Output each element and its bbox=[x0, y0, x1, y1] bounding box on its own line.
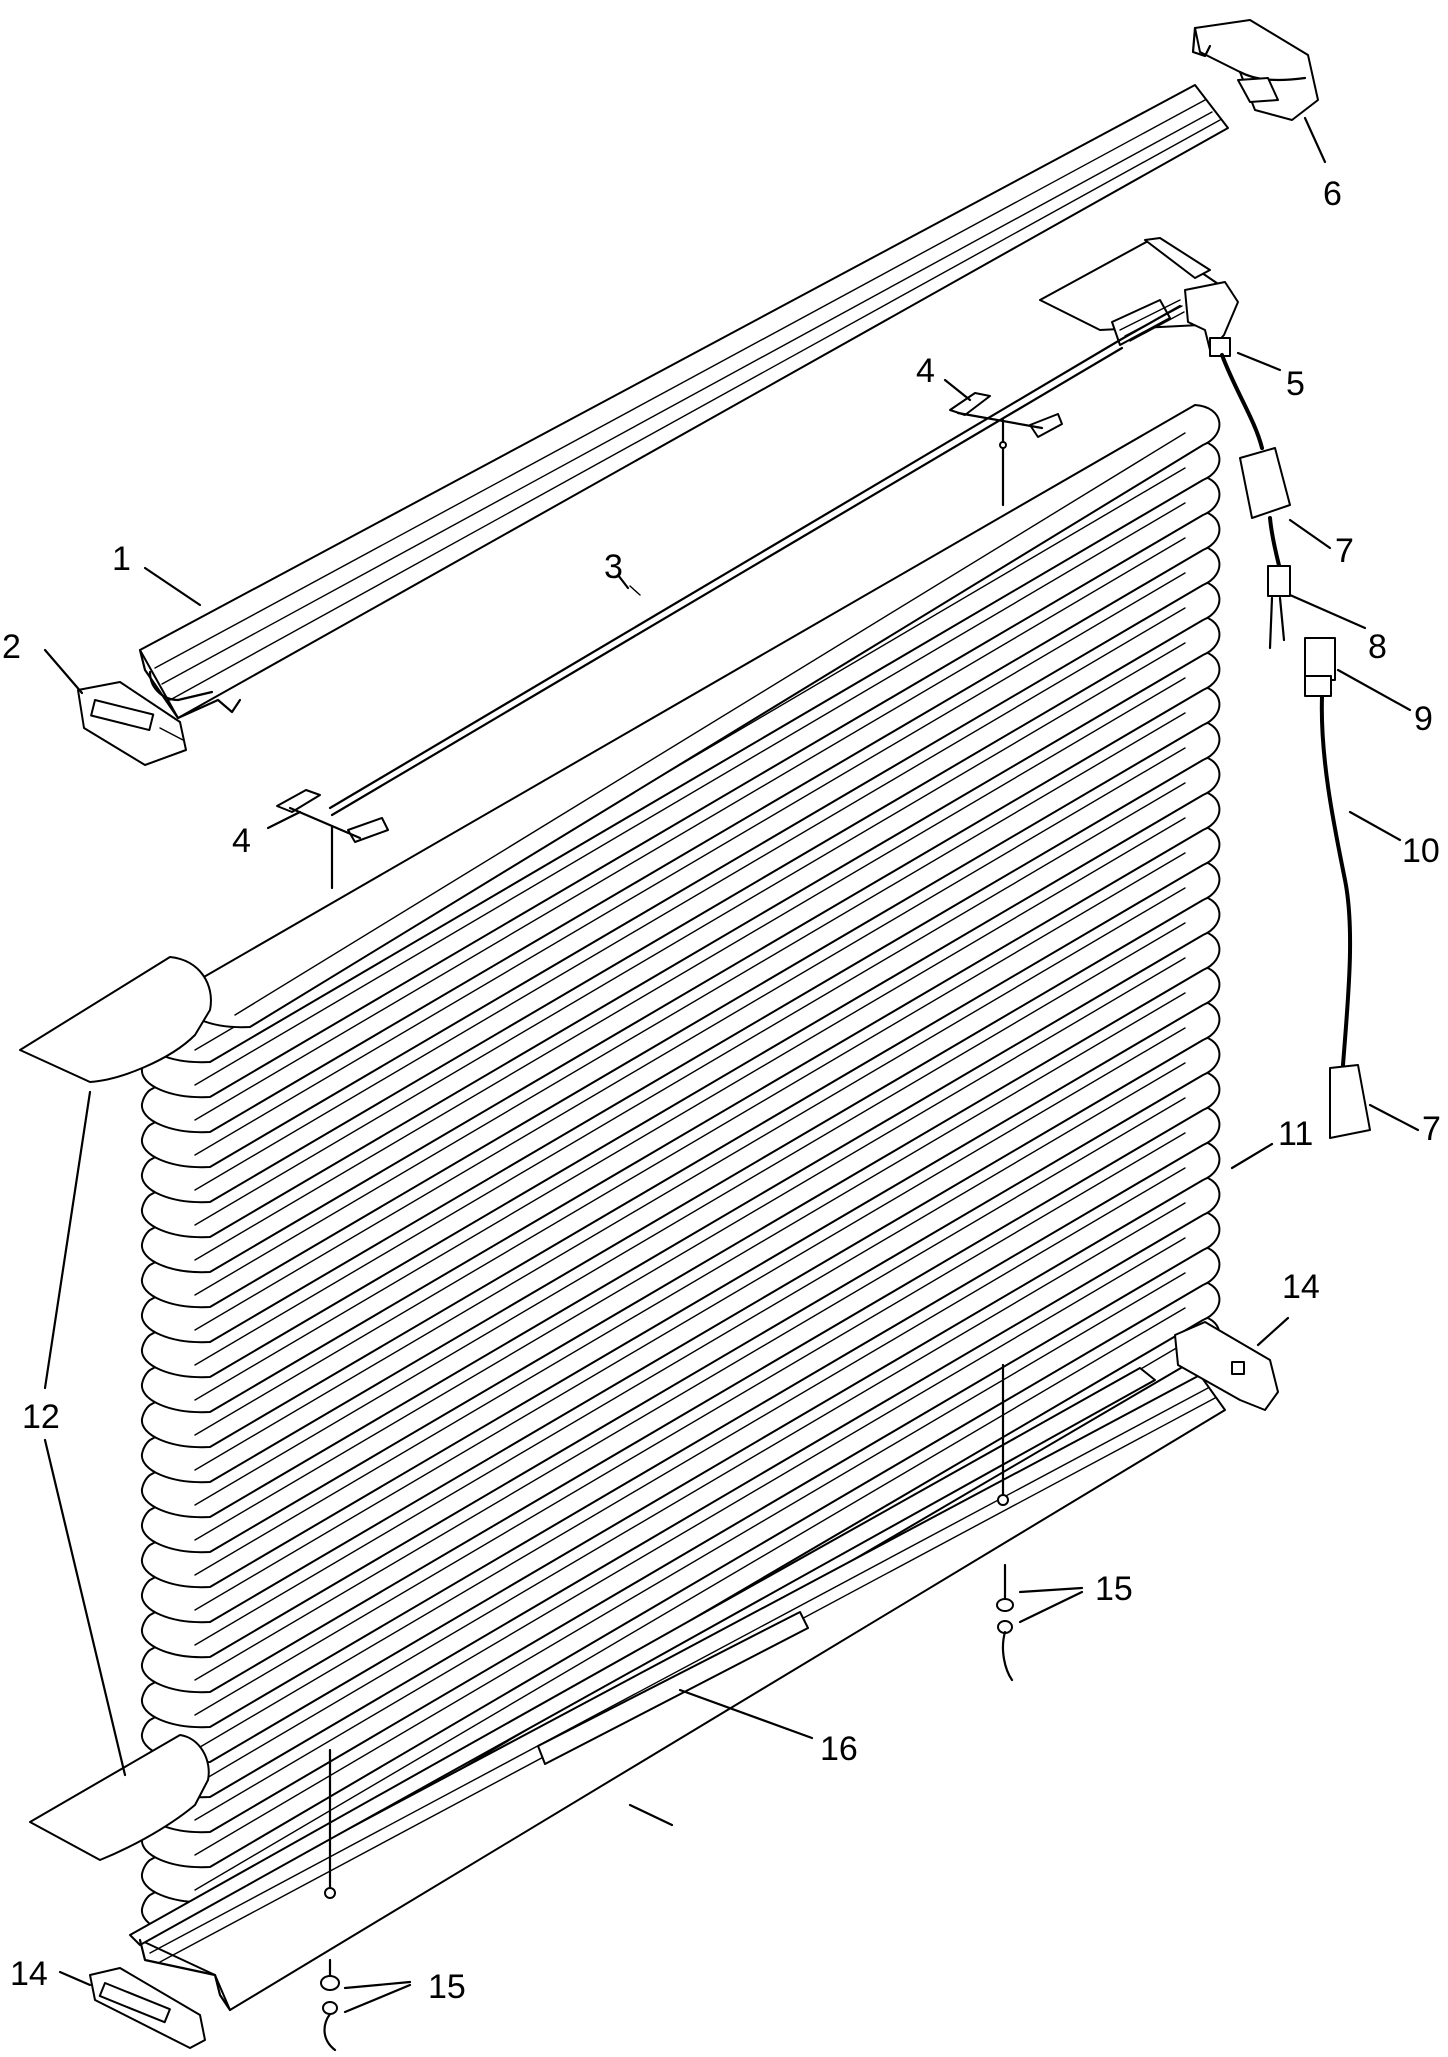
callout-16: 16 bbox=[820, 1730, 858, 1768]
callout-1: 1 bbox=[112, 540, 131, 578]
shade-pleat-crease bbox=[194, 922, 1186, 1506]
pull-cord-assembly bbox=[1220, 353, 1371, 1139]
bottom-end-cap-right bbox=[1174, 1321, 1279, 1411]
shade-pleat-crease bbox=[194, 1272, 1186, 1856]
shade-pleat-crease bbox=[194, 1097, 1186, 1681]
callout-2: 2 bbox=[2, 628, 21, 666]
shade-pleat-crease bbox=[194, 1027, 1186, 1611]
shade-pleat-crease bbox=[194, 747, 1186, 1331]
shade-pleat-crease bbox=[194, 677, 1186, 1261]
shade-pleat-crease bbox=[194, 852, 1186, 1436]
callout-7-bottom: 7 bbox=[1422, 1110, 1441, 1148]
shade-pleat-crease bbox=[234, 432, 1186, 1016]
shade-pleat-crease bbox=[194, 817, 1186, 1401]
callout-14-left: 14 bbox=[10, 1955, 48, 1993]
callout-4-left: 4 bbox=[232, 822, 251, 860]
lift-cord bbox=[328, 304, 1182, 817]
shade-pleat-crease bbox=[194, 957, 1186, 1541]
callout-12: 12 bbox=[22, 1398, 60, 1436]
shade-pleat-crease bbox=[194, 502, 1186, 1086]
shade-pleat-crease bbox=[194, 642, 1186, 1226]
cord-lock-mechanism bbox=[1039, 237, 1239, 357]
headrail bbox=[138, 84, 1229, 720]
shade-pleat-crease bbox=[194, 537, 1186, 1121]
callout-4-top: 4 bbox=[916, 352, 935, 390]
shade-pleat-crease bbox=[194, 607, 1186, 1191]
callout-15-left: 15 bbox=[428, 1968, 466, 2006]
shade-pleat-crease bbox=[194, 572, 1186, 1156]
bottom-cords bbox=[324, 1363, 1009, 1899]
shade-pleat-crease bbox=[194, 782, 1186, 1366]
shade-pleat-crease bbox=[194, 992, 1186, 1576]
right-end-cap-top bbox=[1191, 19, 1319, 121]
top-fabric-strip bbox=[19, 956, 212, 1083]
callout-5: 5 bbox=[1286, 365, 1305, 403]
leader-lines bbox=[43, 116, 1420, 2014]
shade-pleat-crease bbox=[194, 887, 1186, 1471]
callout-9: 9 bbox=[1414, 700, 1433, 738]
cord-stop-right bbox=[996, 1563, 1014, 1682]
cord-guide-right bbox=[949, 392, 1063, 507]
callout-10: 10 bbox=[1402, 832, 1440, 870]
shade-pleat-crease bbox=[194, 1307, 1186, 1891]
cord-stop-left bbox=[320, 1958, 340, 2052]
shade-pleat-crease bbox=[194, 1132, 1186, 1716]
shade-pleat-crease bbox=[194, 712, 1186, 1296]
callouts: 1 2 3 4 4 5 6 7 7 8 9 10 11 12 14 14 15 … bbox=[2, 175, 1441, 2006]
callout-11: 11 bbox=[1278, 1115, 1313, 1153]
bottom-fabric-strip bbox=[29, 1734, 210, 1861]
cord-guide-left bbox=[276, 789, 389, 890]
stiffener-bar bbox=[537, 1611, 809, 1765]
shade-pleat-crease bbox=[194, 1062, 1186, 1646]
shade-pleat-crease bbox=[194, 1167, 1186, 1751]
shade-pleat-crease bbox=[194, 1202, 1186, 1786]
bottom-end-cap-left bbox=[89, 1967, 206, 2049]
callout-6: 6 bbox=[1323, 175, 1342, 213]
callout-7-top: 7 bbox=[1335, 532, 1354, 570]
shade-pleat-crease bbox=[194, 1237, 1186, 1821]
callout-8: 8 bbox=[1368, 628, 1387, 666]
callout-3: 3 bbox=[604, 548, 623, 586]
left-end-cap bbox=[77, 681, 187, 766]
callout-14-right: 14 bbox=[1282, 1268, 1320, 1306]
callout-15-right: 15 bbox=[1095, 1570, 1133, 1608]
